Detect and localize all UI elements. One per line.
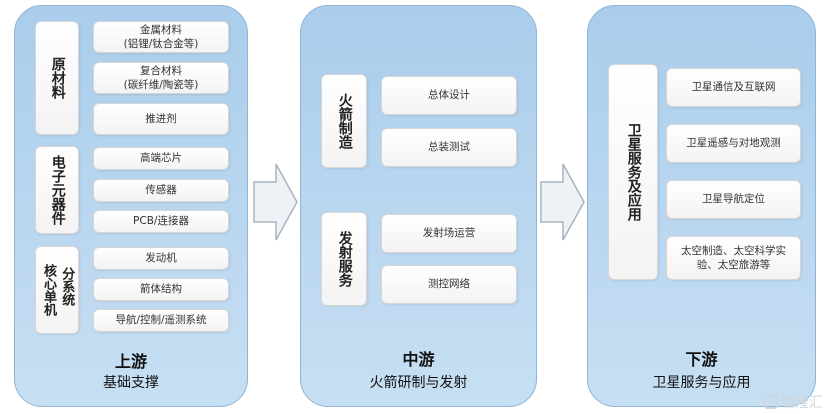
midstream-group-launch-services-label: 发射服务	[321, 212, 367, 306]
upstream-item: 复合材料 (碳纤维/陶瓷等)	[93, 62, 229, 94]
item-remote-sensing: 卫星遥感与对地观测	[686, 137, 781, 150]
satellite-services-label-text: 卫星服务及应用	[625, 123, 642, 221]
upstream-item: 箭体结构	[93, 278, 229, 301]
upstream-subtitle: 基础支撑	[103, 375, 159, 391]
upstream-group-raw-materials-label: 原材料	[35, 21, 79, 135]
item-rocket-body: 箭体结构	[140, 283, 182, 296]
upstream-panel: 原材料 金属材料 (铝锂/钛合金等) 复合材料 (碳纤维/陶瓷等) 推进剂 电子…	[14, 5, 248, 407]
item-engine: 发动机	[145, 252, 177, 265]
downstream-item: 卫星遥感与对地观测	[666, 124, 801, 163]
watermark-logo: 格隆汇	[764, 392, 823, 412]
item-navigation-positioning: 卫星导航定位	[702, 193, 765, 206]
subsystems-label-text: 分系统	[59, 266, 75, 306]
item-propellant: 推进剂	[145, 112, 177, 125]
midstream-subtitle: 火箭研制与发射	[369, 375, 468, 391]
midstream-title: 中游	[402, 350, 435, 369]
upstream-item: 发动机	[93, 247, 229, 270]
logo-icon	[764, 395, 778, 409]
downstream-subtitle: 卫星服务与应用	[652, 375, 751, 391]
rocket-manufacturing-label-text: 火箭制造	[336, 93, 353, 149]
item-guidance-control-telemetry: 导航/控制/遥测系统	[115, 314, 207, 327]
core-units-label-text: 核心单机	[41, 264, 56, 316]
upstream-item: 金属材料 (铝锂/钛合金等)	[93, 21, 229, 53]
item-assembly-testing: 总装测试	[428, 141, 470, 154]
item-composite-materials: 复合材料 (碳纤维/陶瓷等)	[123, 64, 199, 91]
upstream-item: PCB/连接器	[93, 210, 229, 233]
midstream-item: 发射场运营	[381, 214, 517, 253]
downstream-item: 太空制造、太空科学实验、太空旅游等	[666, 236, 801, 280]
item-tt-and-c-network: 测控网络	[428, 278, 470, 291]
upstream-item: 导航/控制/遥测系统	[93, 309, 229, 332]
downstream-item: 卫星通信及互联网	[666, 68, 801, 107]
midstream-item: 测控网络	[381, 265, 517, 304]
upstream-title: 上游	[114, 352, 147, 371]
downstream-title: 下游	[685, 350, 718, 369]
item-space-manufacturing-tourism: 太空制造、太空科学实验、太空旅游等	[681, 244, 786, 271]
launch-services-label-text: 发射服务	[336, 231, 353, 287]
item-metal-materials: 金属材料 (铝锂/钛合金等)	[123, 23, 199, 50]
watermark-text: 格隆汇	[781, 395, 823, 411]
item-launch-site-operation: 发射场运营	[422, 227, 476, 240]
midstream-panel: 火箭制造 总体设计 总装测试 发射服务 发射场运营 测控网络 中游 火箭研制与发…	[300, 5, 537, 407]
electronics-label-text: 电子元器件	[49, 155, 66, 225]
downstream-item: 卫星导航定位	[666, 180, 801, 219]
item-high-end-chips: 高端芯片	[140, 152, 182, 165]
midstream-item: 总体设计	[381, 76, 517, 115]
item-overall-design: 总体设计	[428, 89, 470, 102]
upstream-item: 推进剂	[93, 103, 229, 135]
item-sensors: 传感器	[145, 184, 177, 197]
right-arrow-icon	[253, 163, 298, 241]
midstream-group-rocket-manufacturing-label: 火箭制造	[321, 74, 367, 168]
item-satellite-communication: 卫星通信及互联网	[691, 81, 776, 94]
right-arrow-icon	[540, 163, 585, 241]
downstream-group-satellite-services-label: 卫星服务及应用	[608, 64, 658, 280]
midstream-item: 总装测试	[381, 128, 517, 167]
item-pcb-connectors: PCB/连接器	[133, 215, 189, 228]
upstream-item: 传感器	[93, 179, 229, 202]
upstream-item: 高端芯片	[93, 147, 229, 170]
downstream-panel: 卫星服务及应用 卫星通信及互联网 卫星遥感与对地观测 卫星导航定位 太空制造、太…	[587, 5, 816, 407]
upstream-group-core-units-label: 核心单机 分系统	[35, 246, 79, 334]
upstream-group-electronics-label: 电子元器件	[35, 146, 79, 234]
raw-materials-label-text: 原材料	[49, 57, 66, 99]
